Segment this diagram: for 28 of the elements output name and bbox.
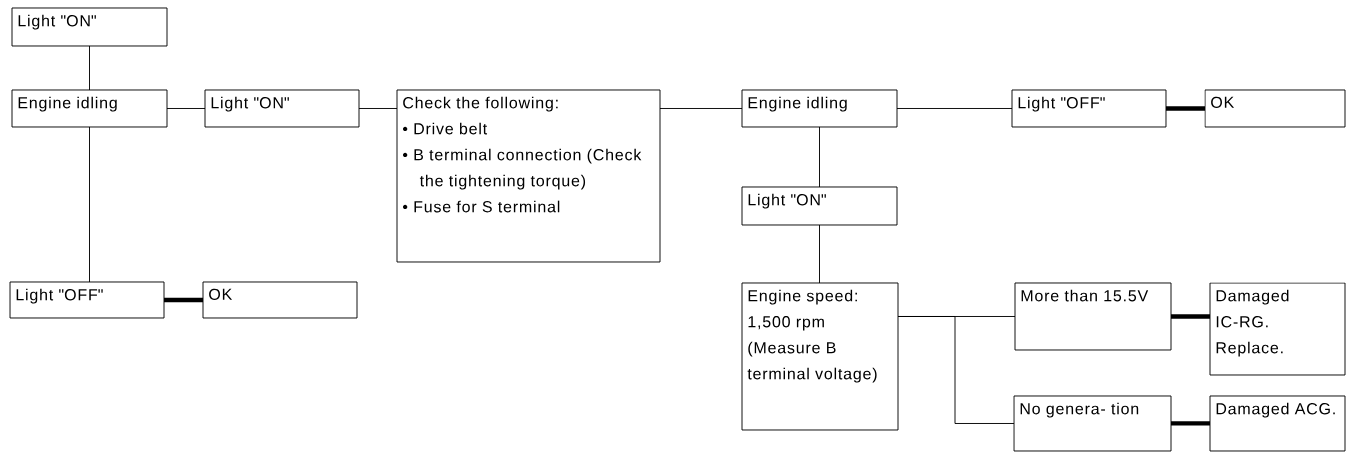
connector-line xyxy=(89,126,90,283)
connector-line xyxy=(166,108,206,109)
process-box: Light "ON" xyxy=(741,186,898,226)
connector-line xyxy=(358,108,398,109)
process-box: More than 15.5V xyxy=(1014,282,1172,351)
process-box: Light "OFF" xyxy=(9,281,165,319)
connector-line xyxy=(819,224,820,284)
connector-line xyxy=(659,108,743,109)
process-box: Light "ON" xyxy=(11,7,168,47)
process-box: Light "ON" xyxy=(204,89,360,128)
connector-line xyxy=(897,316,1015,424)
process-box: Engine speed: 1,500 rpm (Measure B terminal voltage) xyxy=(741,282,899,431)
process-box: OK xyxy=(1204,89,1346,128)
connector-line xyxy=(896,108,1013,109)
process-box: Light "OFF" xyxy=(1011,89,1167,128)
process-box: Damaged IC-RG. Replace. xyxy=(1209,282,1346,376)
process-box: No genera- tion xyxy=(1013,395,1172,452)
connector-line xyxy=(1171,314,1210,319)
checklist-box: Check the following: • Drive belt • B terminal connection (Check the tightening torque) • Fuse for S terminal xyxy=(396,89,661,263)
connector-line xyxy=(1171,421,1210,426)
process-box: Engine idling xyxy=(741,89,898,128)
connector-line xyxy=(89,45,90,91)
process-box: Engine idling xyxy=(11,89,168,128)
connector-line xyxy=(1166,106,1205,111)
connector-line xyxy=(819,126,820,188)
process-box: Damaged ACG. xyxy=(1209,395,1346,452)
process-box: OK xyxy=(202,281,358,319)
connector-line xyxy=(164,297,203,303)
